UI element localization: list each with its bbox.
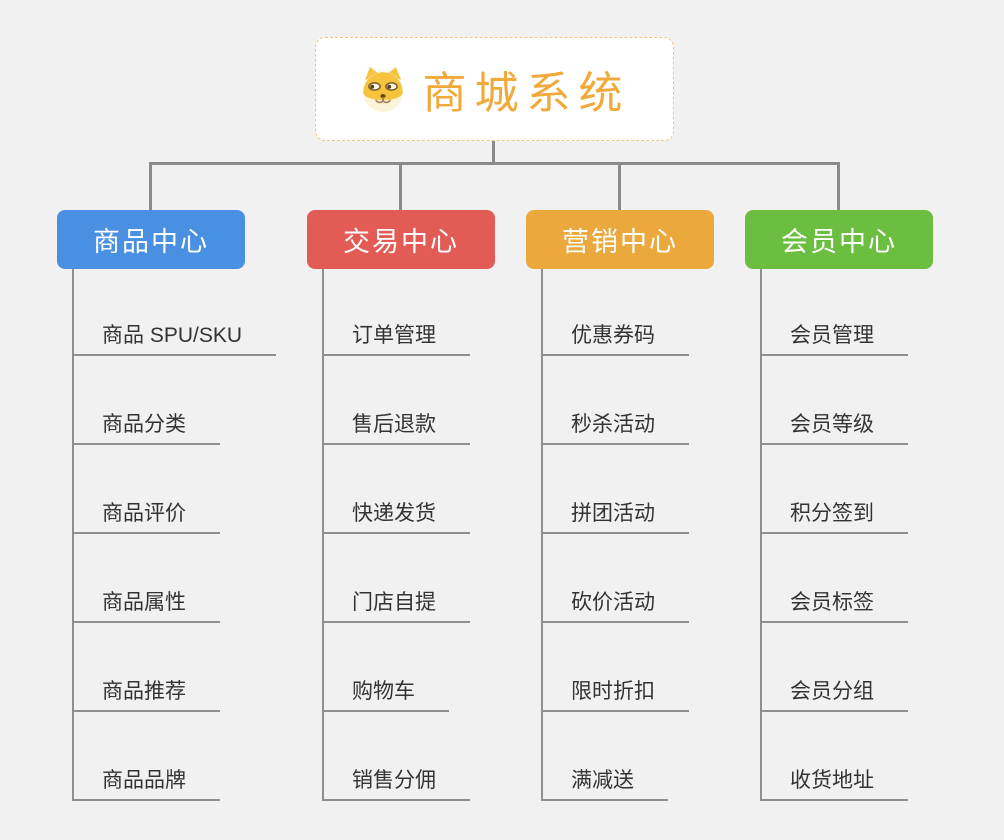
connector-bus (149, 162, 840, 165)
leaf-item[interactable]: 商品属性 (72, 591, 220, 623)
leaf-item[interactable]: 秒杀活动 (541, 413, 689, 445)
branch-header-products[interactable]: 商品中心 (57, 210, 245, 269)
leaf-item[interactable]: 满减送 (541, 769, 668, 801)
leaf-item[interactable]: 购物车 (322, 680, 449, 712)
leaf-item[interactable]: 拼团活动 (541, 502, 689, 534)
leaf-item[interactable]: 商品分类 (72, 413, 220, 445)
connector-drop-3 (618, 164, 621, 210)
leaf-item[interactable]: 积分签到 (760, 502, 908, 534)
leaf-item[interactable]: 会员分组 (760, 680, 908, 712)
leaf-item[interactable]: 优惠券码 (541, 324, 689, 356)
leaf-item[interactable]: 会员等级 (760, 413, 908, 445)
connector-drop-1 (149, 164, 152, 210)
leaf-item[interactable]: 会员标签 (760, 591, 908, 623)
branch-header-marketing[interactable]: 营销中心 (526, 210, 714, 269)
branch-line-products (72, 269, 74, 801)
branch-line-members (760, 269, 762, 801)
leaf-item[interactable]: 收货地址 (760, 769, 908, 801)
leaf-item[interactable]: 商品 SPU/SKU (72, 324, 277, 356)
branch-line-marketing (541, 269, 543, 801)
branch-line-orders (322, 269, 324, 801)
connector-drop-4 (837, 164, 840, 210)
branch-header-members[interactable]: 会员中心 (745, 210, 933, 269)
leaf-item[interactable]: 门店自提 (322, 591, 470, 623)
leaf-item[interactable]: 商品评价 (72, 502, 220, 534)
connector-root-stem (492, 141, 495, 164)
branch-header-orders[interactable]: 交易中心 (307, 210, 495, 269)
leaf-item[interactable]: 快递发货 (322, 502, 470, 534)
leaf-item[interactable]: 限时折扣 (541, 680, 689, 712)
connector-drop-2 (399, 164, 402, 210)
leaf-item[interactable]: 销售分佣 (322, 769, 470, 801)
leaf-item[interactable]: 砍价活动 (541, 591, 689, 623)
root-node[interactable]: 商城系统 (315, 37, 674, 141)
leaf-item[interactable]: 商品品牌 (72, 769, 220, 801)
leaf-item[interactable]: 售后退款 (322, 413, 470, 445)
doge-face-icon (362, 67, 403, 112)
root-title: 商城系统 (422, 69, 631, 118)
leaf-item[interactable]: 商品推荐 (72, 680, 220, 712)
leaf-item[interactable]: 订单管理 (322, 324, 470, 356)
leaf-item[interactable]: 会员管理 (760, 324, 908, 356)
